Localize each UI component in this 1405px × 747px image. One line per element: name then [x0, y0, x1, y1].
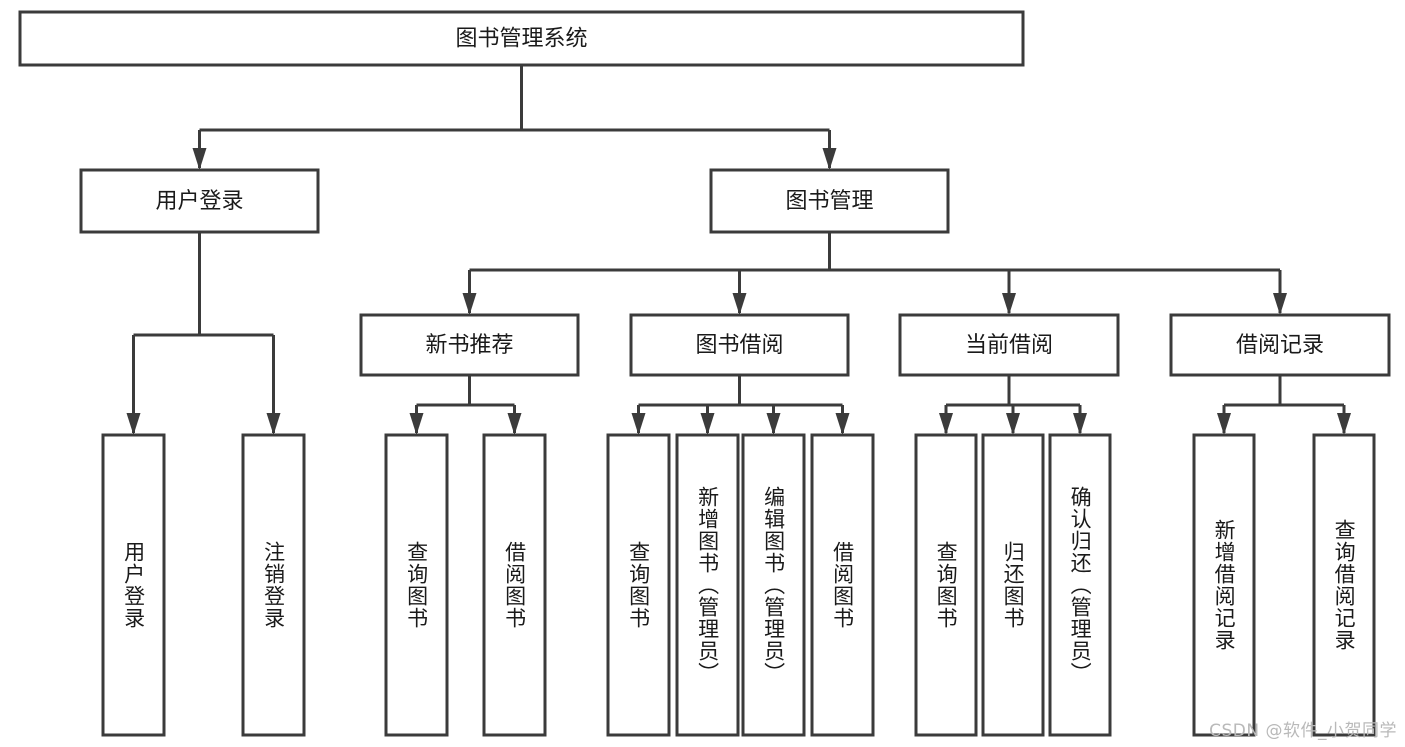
node-book_borrow[interactable]: 图书借阅 [629, 313, 850, 377]
node-box-leaf_query_book_1 [384, 433, 449, 737]
node-box-leaf_query_record [1312, 433, 1376, 737]
connector-layer [126, 65, 1351, 435]
node-box-leaf_borrow_book_1 [482, 433, 547, 737]
arrowhead-icon [266, 413, 281, 435]
node-box-leaf_user_login [101, 433, 166, 737]
node-leaf_logout[interactable] [241, 433, 306, 737]
node-box-leaf_logout [241, 433, 306, 737]
node-new_book_rec[interactable]: 新书推荐 [359, 313, 580, 377]
node-box-current_borrow [898, 313, 1120, 377]
arrowhead-icon [126, 413, 141, 435]
arrowhead-icon [700, 413, 715, 435]
node-box-borrow_record [1169, 313, 1391, 377]
node-box-leaf_query_book_3 [914, 433, 978, 737]
node-box-leaf_add_book [675, 433, 740, 737]
node-box-leaf_edit_book [741, 433, 806, 737]
node-label-user_login: 用户登录 [155, 189, 243, 214]
node-leaf_confirm_return[interactable] [1048, 433, 1112, 737]
node-leaf_return_book[interactable] [981, 433, 1045, 737]
node-label-borrow_record: 借阅记录 [1236, 333, 1324, 358]
node-box-leaf_borrow_book_2 [810, 433, 875, 737]
node-borrow_record[interactable]: 借阅记录 [1169, 313, 1391, 377]
node-box-leaf_add_record [1192, 433, 1256, 737]
node-leaf_user_login[interactable] [101, 433, 166, 737]
arrowhead-icon [631, 413, 646, 435]
arrowhead-icon [507, 413, 522, 435]
node-leaf_query_book_1[interactable] [384, 433, 449, 737]
watermark: CSDN @软件_小贺同学 [1209, 721, 1397, 741]
node-label-book_mgmt: 图书管理 [785, 189, 873, 214]
node-label-new_book_rec: 新书推荐 [425, 333, 513, 358]
node-leaf_add_record[interactable] [1192, 433, 1256, 737]
arrowhead-icon [766, 413, 781, 435]
node-box-user_login [79, 168, 320, 234]
arrowhead-icon [462, 293, 477, 315]
node-leaf_query_record[interactable] [1312, 433, 1376, 737]
node-box-book_borrow [629, 313, 850, 377]
node-leaf_edit_book[interactable] [741, 433, 806, 737]
arrowhead-icon [1273, 293, 1287, 315]
arrowhead-icon [409, 413, 424, 435]
node-user_login[interactable]: 用户登录 [79, 168, 320, 234]
arrowhead-icon [732, 293, 747, 315]
node-label-book_borrow: 图书借阅 [695, 333, 783, 358]
node-box-leaf_confirm_return [1048, 433, 1112, 737]
arrowhead-icon [1073, 413, 1087, 435]
node-leaf_add_book[interactable] [675, 433, 740, 737]
arrowhead-icon [822, 148, 837, 170]
node-book_mgmt[interactable]: 图书管理 [709, 168, 950, 234]
arrowhead-icon [1337, 413, 1351, 435]
node-box-leaf_return_book [981, 433, 1045, 737]
arrowhead-icon [192, 148, 207, 170]
node-leaf_borrow_book_2[interactable] [810, 433, 875, 737]
node-box-root [18, 10, 1025, 67]
arrowhead-icon [1002, 293, 1016, 315]
arrowhead-icon [1217, 413, 1231, 435]
node-current_borrow[interactable]: 当前借阅 [898, 313, 1120, 377]
arrowhead-icon [939, 413, 953, 435]
node-label-root: 图书管理系统 [455, 27, 587, 52]
node-box-new_book_rec [359, 313, 580, 377]
node-label-current_borrow: 当前借阅 [965, 333, 1053, 358]
node-leaf_borrow_book_1[interactable] [482, 433, 547, 737]
node-box-leaf_query_book_2 [606, 433, 671, 737]
node-leaf_query_book_3[interactable] [914, 433, 978, 737]
node-box-book_mgmt [709, 168, 950, 234]
arrowhead-icon [835, 413, 850, 435]
node-leaf_query_book_2[interactable] [606, 433, 671, 737]
node-root[interactable]: 图书管理系统 [18, 10, 1025, 67]
arrowhead-icon [1006, 413, 1020, 435]
